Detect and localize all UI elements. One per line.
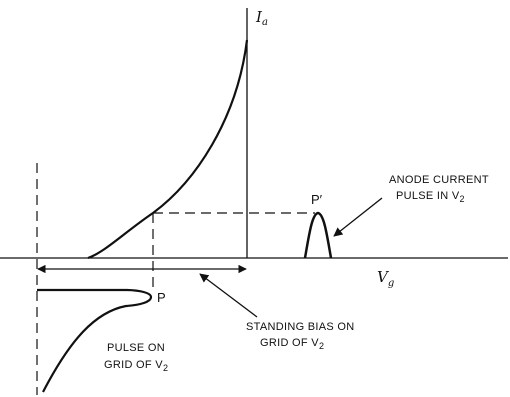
bias-annotation-arrow [199,273,258,318]
standing-bias-label-line1: STANDING BIAS ON [246,321,355,333]
anode-current-label-line1: ANODE CURRENT [389,174,489,186]
anode-annotation-arrow [333,197,383,237]
point-p-label: P [157,290,166,305]
pulse-on-grid-label-line2: GRID OF V2 [104,359,168,373]
point-p-prime-label: P′ [311,192,323,207]
x-axis-label: Vg [377,268,394,289]
anode-current-pulse [303,211,333,259]
y-axis-label: Ia [255,8,268,28]
pulse-on-grid-label-line1: PULSE ON [107,342,165,354]
grid-pulse-curve [37,288,153,393]
anode-current-label-line2: PULSE IN V2 [396,190,465,204]
characteristic-curve [87,39,249,260]
standing-bias-label-line2: GRID OF V2 [260,337,324,351]
